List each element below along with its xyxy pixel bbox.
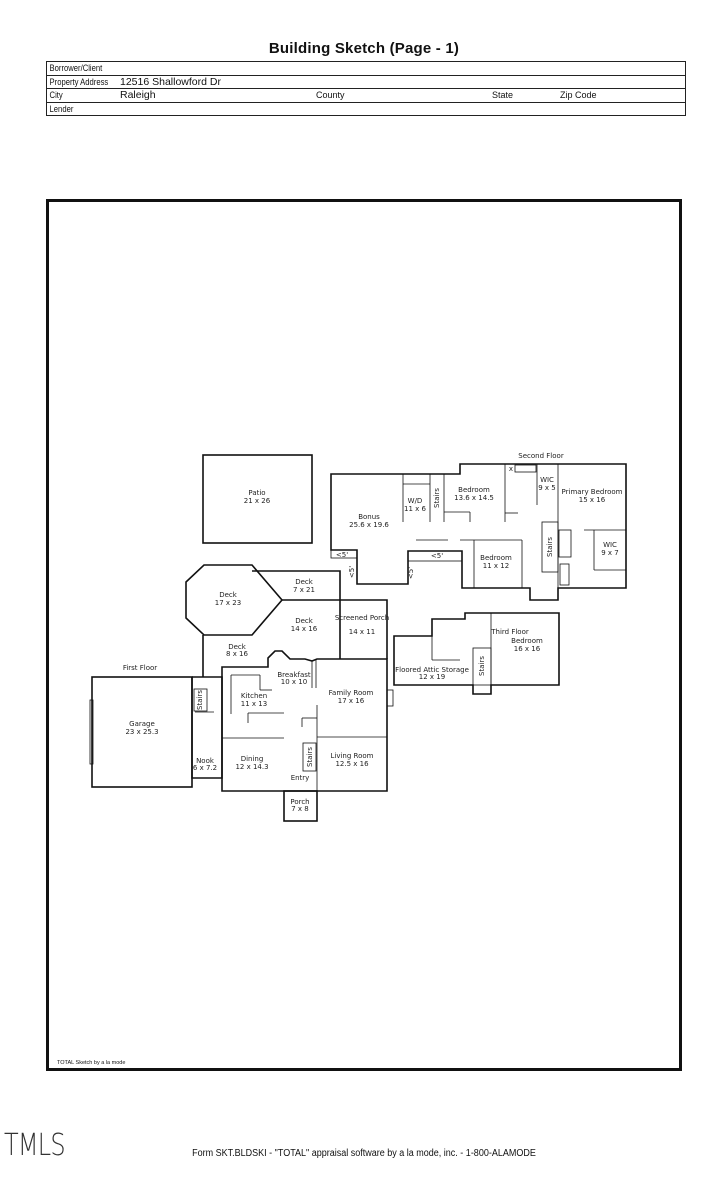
room-dims: 23 x 25.3: [125, 728, 158, 736]
room-dims: 21 x 26: [244, 497, 271, 505]
room-dims: 7 x 21: [293, 586, 315, 594]
floor-label-third: Third Floor: [490, 628, 529, 636]
third-floor-interior-walls: [431, 613, 492, 686]
fireplace: [386, 689, 394, 707]
room-name: Deck: [228, 643, 247, 651]
second-floor-interior-walls: [330, 464, 626, 588]
room-name: Garage: [129, 720, 155, 728]
room-name: Deck: [295, 578, 314, 586]
room-dims: 15 x 16: [579, 496, 606, 504]
stairs-label: Stairs: [196, 690, 204, 710]
address-row: Property Address 12516 Shallowford Dr: [47, 75, 685, 89]
room-dims: 8 x 16: [226, 650, 249, 658]
lt5-label: <5': [348, 566, 356, 578]
room-name: Deck: [219, 591, 238, 599]
state-label: State: [492, 90, 514, 100]
room-dims: 17 x 23: [215, 599, 241, 607]
room-dims: 13.6 x 14.5: [454, 494, 494, 502]
screened-porch-outline: [282, 599, 388, 659]
city-label: City: [49, 90, 63, 100]
lender-label: Lender: [49, 103, 74, 114]
stairs-label: Stairs: [478, 656, 486, 676]
patio-outline: [202, 454, 313, 544]
stairs-label: Stairs: [306, 747, 314, 767]
garage-door: [89, 699, 94, 765]
tmls-logo: TMLS: [4, 1128, 66, 1163]
room-dims: 14 x 16: [291, 625, 318, 633]
x-mark: x: [509, 465, 513, 473]
room-dims: 16 x 16: [514, 645, 541, 653]
room-dims: 12 x 19: [419, 673, 445, 681]
room-name: Deck: [295, 617, 314, 625]
stairs-label: Stairs: [546, 537, 554, 557]
second-floor-outline: [330, 463, 627, 601]
stairs-label: Stairs: [433, 488, 441, 508]
address-value: 12516 Shallowford Dr: [120, 75, 221, 88]
county-label: County: [316, 90, 345, 100]
room-dims: 9 x 7: [601, 549, 619, 557]
room-name: W/D: [408, 497, 423, 505]
lt5-label: <5': [431, 552, 443, 560]
stairs-nook-outline: [191, 676, 223, 779]
floor-label-first: First Floor: [123, 664, 157, 672]
room-name: WIC: [603, 541, 617, 549]
lt5-label: <5': [407, 567, 415, 579]
room-name: Dining: [241, 755, 264, 763]
room-name: Screened Porch: [335, 614, 389, 622]
room-name: Bedroom: [480, 554, 512, 562]
deck-7x21-outline: [252, 570, 341, 659]
city-value: Raleigh: [120, 89, 156, 101]
room-name: Bedroom: [458, 486, 490, 494]
zip-label: Zip Code: [560, 90, 597, 100]
room-dims: 11 x 6: [404, 505, 427, 513]
room-name: Bonus: [358, 513, 380, 521]
room-name: Patio: [248, 489, 265, 497]
property-header-table: Borrower/Client Property Address 12516 Sh…: [46, 61, 686, 116]
sketch-credit: TOTAL Sketch by a la mode: [57, 1060, 126, 1066]
borrower-label: Borrower/Client: [49, 63, 103, 73]
room-name: Porch: [290, 798, 309, 806]
page-title: Building Sketch (Page - 1): [268, 40, 460, 57]
room-dims: 14 x 11: [349, 628, 375, 636]
room-name: Bedroom: [511, 637, 543, 645]
third-floor-outline: [393, 612, 560, 695]
room-name: Breakfast: [277, 671, 311, 679]
deck-octagon-outline: [185, 564, 284, 636]
room-dims: 25.6 x 19.6: [349, 521, 389, 529]
room-dims: 6 x 7.2: [193, 764, 217, 772]
first-floor-interior-walls: [193, 659, 387, 791]
porch-outline: [283, 790, 318, 822]
form-footer: Form SKT.BLDSKI - "TOTAL" appraisal soft…: [192, 1148, 536, 1159]
city-row: City Raleigh County State Zip Code: [47, 89, 685, 103]
room-dims: 11 x 12: [483, 562, 509, 570]
address-label: Property Address: [49, 76, 109, 87]
room-name: Primary Bedroom: [562, 488, 623, 496]
room-name: WIC: [540, 476, 554, 484]
room-name: Kitchen: [241, 692, 267, 700]
room-name: Family Room: [329, 689, 374, 697]
room-name: Floored Attic Storage: [395, 666, 469, 674]
sketch-frame: [46, 199, 682, 1071]
room-dims: 9 x 5: [538, 484, 556, 492]
room-dims: 11 x 13: [241, 700, 267, 708]
room-dims: 12.5 x 16: [335, 760, 369, 768]
lender-row: Lender: [47, 103, 685, 116]
room-dims: 7 x 8: [291, 805, 309, 813]
room-name: Nook: [196, 757, 215, 765]
entry-label: Entry: [291, 774, 310, 782]
room-dims: 12 x 14.3: [235, 763, 268, 771]
lt5-label: <5': [336, 551, 348, 559]
floor-label-second: Second Floor: [518, 452, 564, 460]
room-dims: 17 x 16: [338, 697, 365, 705]
room-name: Living Room: [331, 752, 374, 760]
borrower-row: Borrower/Client: [47, 62, 685, 76]
room-dims: 10 x 10: [281, 678, 307, 686]
